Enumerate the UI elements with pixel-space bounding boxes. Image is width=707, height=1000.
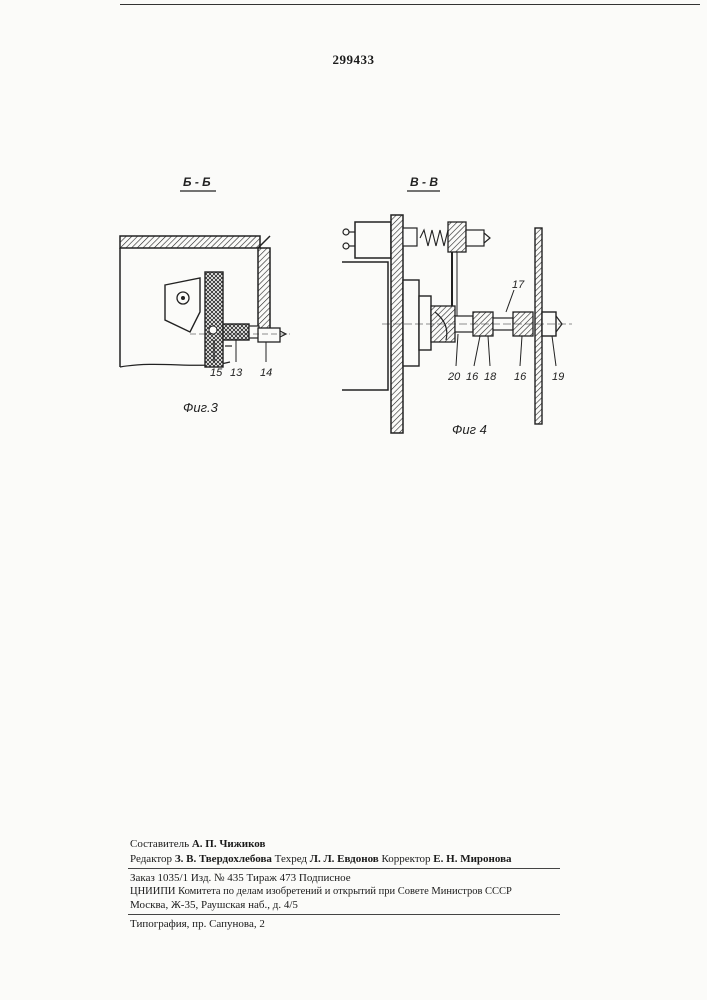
credits-divider xyxy=(128,868,560,869)
techred-credit: Техред Л. Л. Евдонов xyxy=(275,853,382,865)
address-line: Москва, Ж-35, Раушская наб., д. 4/5 xyxy=(130,899,555,911)
printing-divider xyxy=(128,914,560,915)
printing-line: Типография, пр. Сапунова, 2 xyxy=(130,918,555,930)
techred-name: Л. Л. Евдонов xyxy=(310,853,379,865)
fig3-part-label-15: 15 xyxy=(210,367,223,379)
fig4-part-label-20: 20 xyxy=(447,371,461,383)
techred-label: Техред xyxy=(275,853,307,865)
figure-4: В - В xyxy=(342,175,572,437)
compiler-label: Составитель xyxy=(130,838,189,850)
fig4-section-label: В - В xyxy=(410,175,438,189)
editors-line: Редактор З. В. Твердохлебова Техред Л. Л… xyxy=(130,853,555,865)
fig4-part-label-17: 17 xyxy=(512,279,525,291)
technical-drawings: Б - Б 15 13 14 Фиг.3 В - В xyxy=(0,0,707,460)
editor-label: Редактор xyxy=(130,853,172,865)
publication-line: Заказ 1035/1 Изд. № 435 Тираж 473 Подпис… xyxy=(130,872,555,884)
fig3-part-label-13: 13 xyxy=(230,367,243,379)
subscription: Подписное xyxy=(299,872,351,884)
compiler-name: А. П. Чижиков xyxy=(192,838,266,850)
order-number: Заказ 1035/1 xyxy=(130,872,188,884)
fig4-part-label-16b: 16 xyxy=(514,371,527,383)
circulation: Тираж 473 xyxy=(247,872,297,884)
corrector-name: Е. Н. Миронова xyxy=(433,853,511,865)
institute-line: ЦНИИПИ Комитета по делам изобретений и о… xyxy=(130,886,555,897)
fig3-section-label: Б - Б xyxy=(183,175,211,189)
fig3-part-label-14: 14 xyxy=(260,367,272,379)
corrector-credit: Корректор Е. Н. Миронова xyxy=(382,853,512,865)
figure-3: Б - Б 15 13 14 Фиг.3 xyxy=(120,175,290,415)
fig4-part-label-19: 19 xyxy=(552,371,564,383)
fig4-part-label-16a: 16 xyxy=(466,371,479,383)
compiler-line: Составитель А. П. Чижиков xyxy=(130,838,555,850)
fig4-caption: Фиг 4 xyxy=(452,422,487,437)
corrector-label: Корректор xyxy=(382,853,431,865)
fig4-part-label-18: 18 xyxy=(484,371,497,383)
edition-number: Изд. № 435 xyxy=(191,872,244,884)
editor-credit: Редактор З. В. Твердохлебова xyxy=(130,853,275,865)
fig3-caption: Фиг.3 xyxy=(183,400,219,415)
editor-name: З. В. Твердохлебова xyxy=(175,853,272,865)
